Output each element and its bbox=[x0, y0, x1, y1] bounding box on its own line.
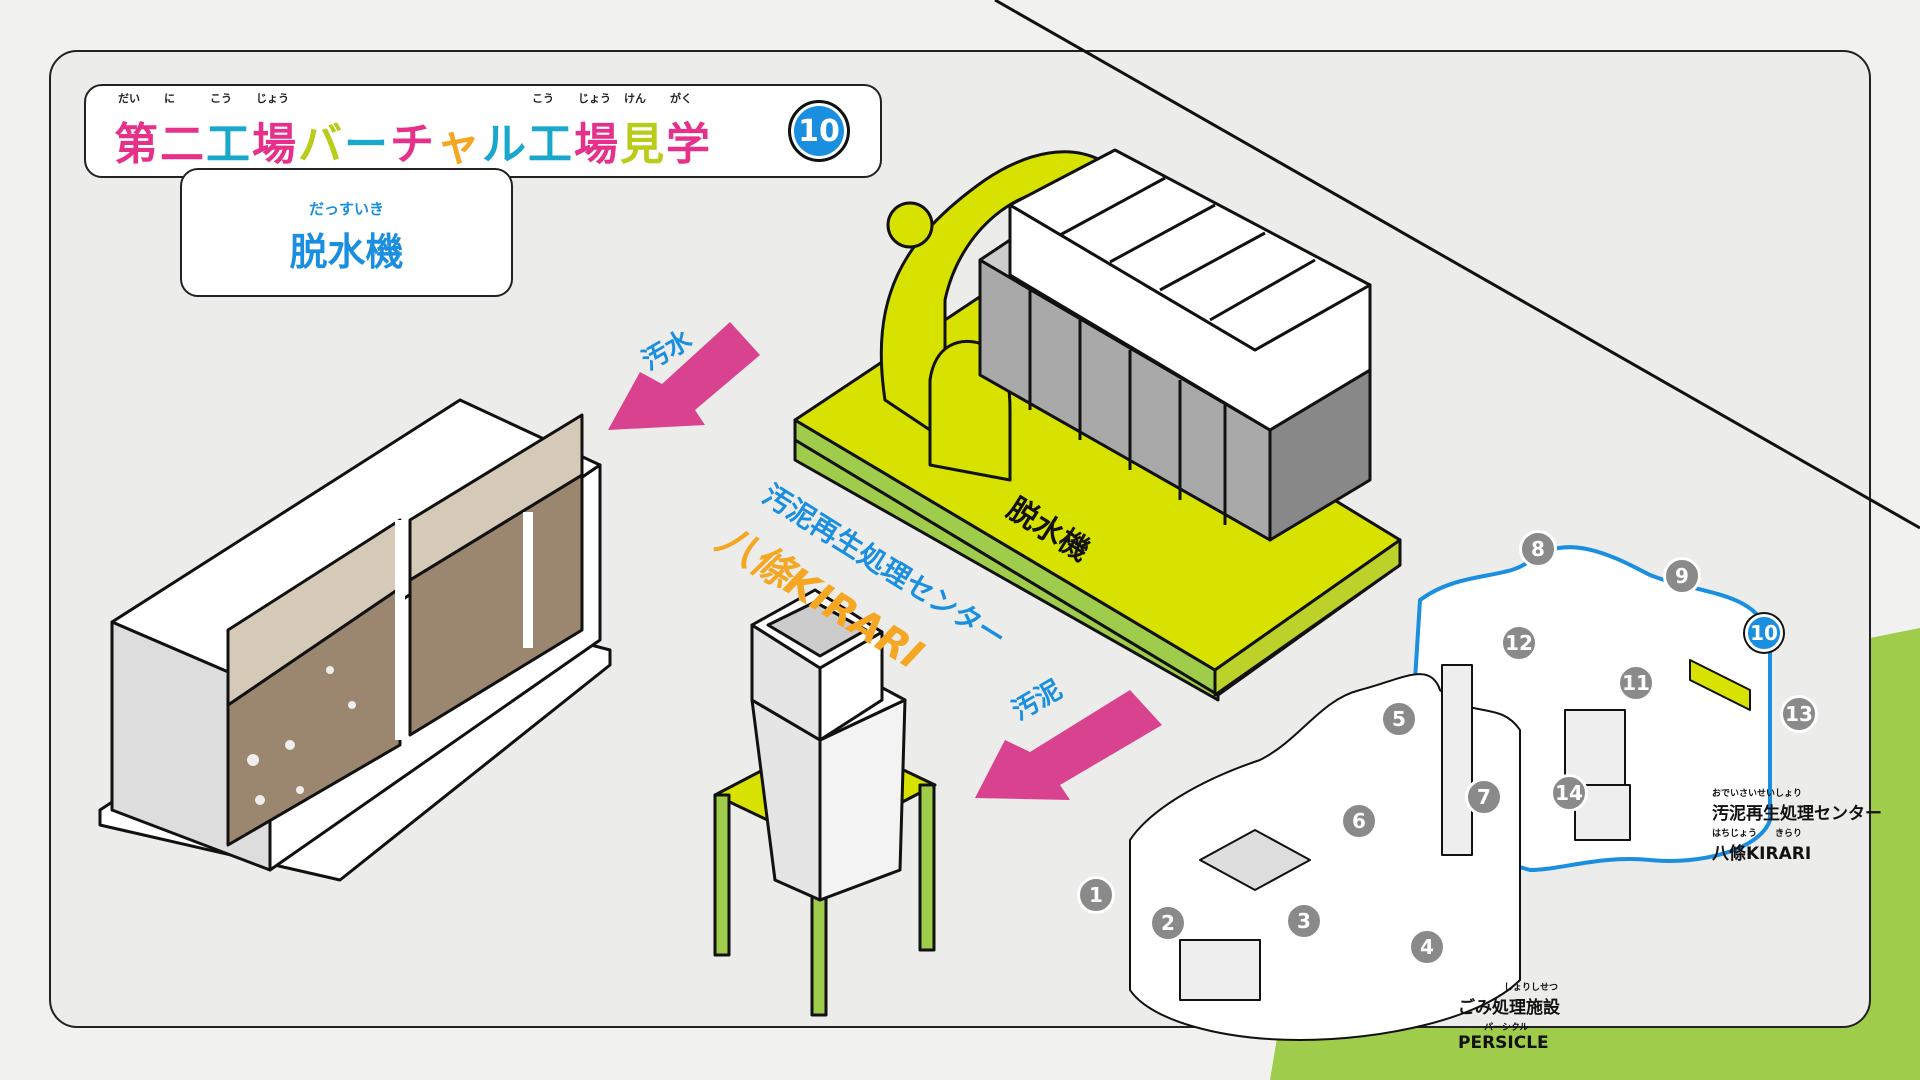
persicle-line1: ごみ処理施設 bbox=[1458, 998, 1560, 1018]
map-stop-11[interactable]: 11 bbox=[1617, 664, 1655, 702]
map-stop-2[interactable]: 2 bbox=[1149, 904, 1187, 942]
map-stop-9[interactable]: 9 bbox=[1663, 557, 1701, 595]
title-char: ー bbox=[344, 119, 390, 170]
persicle-ruby2: パーシクル bbox=[1484, 1023, 1529, 1033]
map-stop-3[interactable]: 3 bbox=[1285, 902, 1323, 940]
title-ruby: こう bbox=[210, 92, 232, 105]
map-stop-10[interactable]: 10 bbox=[1745, 614, 1783, 652]
title-ruby: けん bbox=[624, 92, 646, 105]
stop-number-badge: 10 bbox=[788, 100, 850, 162]
title-char: 場じょう bbox=[252, 92, 298, 170]
page-title: 第だい二に工こう場じょうバーチャル工こう場じょう見けん学がく bbox=[114, 92, 712, 172]
persicle-line2: PERSICLE bbox=[1458, 1033, 1549, 1053]
dewatering-machine bbox=[793, 148, 1402, 702]
title-char: バ bbox=[298, 119, 344, 170]
title-ruby: に bbox=[164, 92, 175, 105]
title-char: 第だい bbox=[114, 92, 160, 170]
title-char: 学がく bbox=[666, 92, 712, 170]
equipment-name-ruby: だっすいき bbox=[308, 200, 384, 218]
sludge-arrow bbox=[975, 690, 1162, 800]
persicle-caption: しょりしせつ ごみ処理施設 パーシクル PERSICLE bbox=[1458, 980, 1560, 1053]
map-stop-4[interactable]: 4 bbox=[1408, 928, 1446, 966]
kirari-line1: 汚泥再生処理センター bbox=[1712, 804, 1882, 824]
kirari-line2: 八條KIRARI bbox=[1712, 844, 1812, 864]
title-char: 場じょう bbox=[574, 92, 620, 170]
map-stop-1[interactable]: 1 bbox=[1077, 876, 1115, 914]
equipment-name-box: だっすいき 脱水機 bbox=[180, 168, 513, 297]
title-ruby: じょう bbox=[256, 92, 289, 105]
title-ruby: じょう bbox=[578, 92, 611, 105]
kirari-ruby2: はちじょう きらり bbox=[1712, 829, 1803, 839]
wastewater-arrow bbox=[608, 322, 760, 430]
map-stop-7[interactable]: 7 bbox=[1465, 778, 1503, 816]
kirari-caption: おでいさいせいしょり 汚泥再生処理センター はちじょう きらり 八條KIRARI bbox=[1712, 786, 1882, 864]
equipment-name: 脱水機 bbox=[289, 230, 404, 274]
title-ruby: がく bbox=[670, 92, 692, 105]
sedimentation-tank bbox=[98, 398, 612, 882]
title-ruby: こう bbox=[532, 92, 554, 105]
title-ruby: だい bbox=[118, 92, 140, 105]
title-char: ル bbox=[482, 119, 528, 170]
kirari-ruby1: おでいさいせいしょり bbox=[1712, 789, 1803, 799]
sludge-hopper bbox=[713, 588, 937, 1017]
map-stop-5[interactable]: 5 bbox=[1380, 700, 1418, 738]
map-stop-6[interactable]: 6 bbox=[1340, 802, 1378, 840]
map-stop-13[interactable]: 13 bbox=[1780, 695, 1818, 733]
map-stop-12[interactable]: 12 bbox=[1500, 624, 1538, 662]
title-char: 工こう bbox=[528, 92, 574, 170]
title-char: 見けん bbox=[620, 92, 666, 170]
title-char: ャ bbox=[436, 119, 482, 170]
title-char: 工こう bbox=[206, 92, 252, 170]
map-stop-8[interactable]: 8 bbox=[1519, 530, 1557, 568]
title-char: 二に bbox=[160, 92, 206, 170]
map-stop-14[interactable]: 14 bbox=[1550, 774, 1588, 812]
persicle-ruby1: しょりしせつ bbox=[1504, 983, 1559, 993]
title-char: チ bbox=[390, 119, 436, 170]
